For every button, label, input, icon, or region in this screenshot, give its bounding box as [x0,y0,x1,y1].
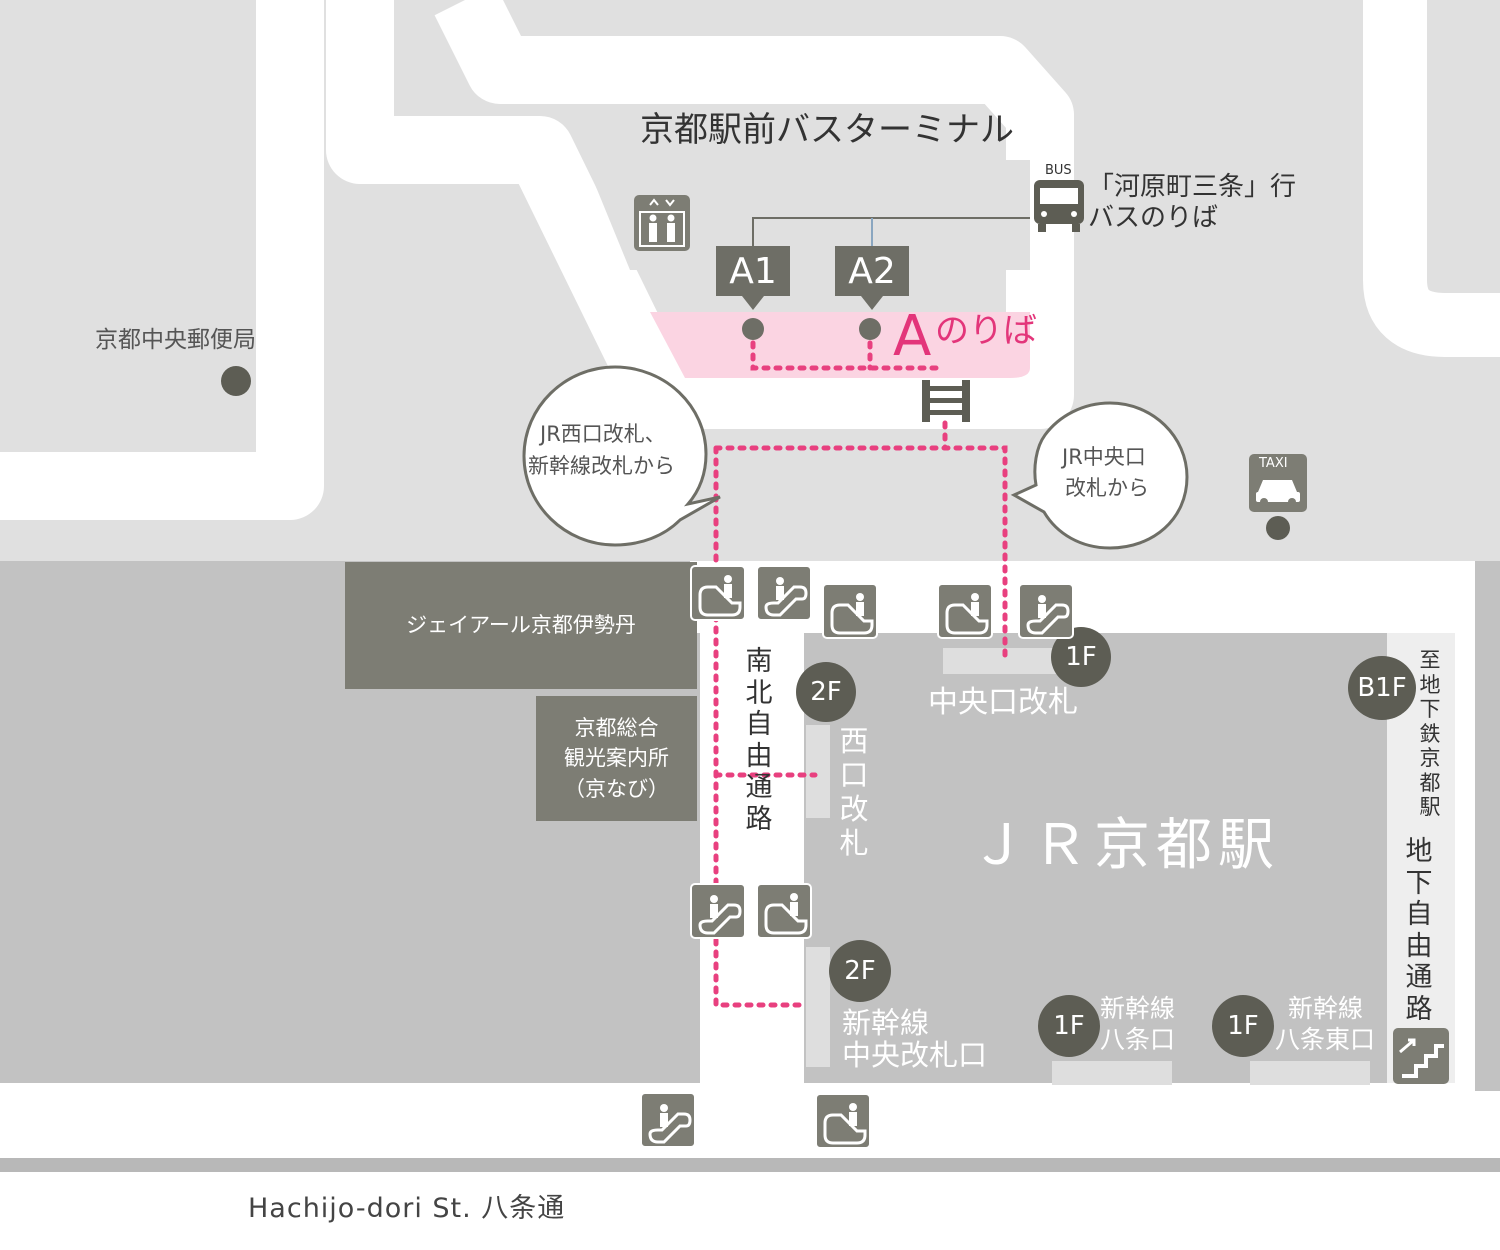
taxi-icon [1249,454,1307,512]
central-gate-label: 中央口改札 [928,685,1078,720]
underground-label: 地下自由通路 [1405,836,1433,1025]
west-gate-bar [806,725,830,818]
floor-marker-west-2f: 2F [796,662,856,722]
stop-a2-dot [859,318,881,340]
bubble-central-line1: JR中央口 [1062,445,1146,469]
post-office-dot [221,366,251,396]
hachijo-corridor [0,1083,1455,1163]
platform-a1: A1 [716,246,790,296]
bubble-central [1010,401,1189,550]
floor-marker-subway-b1f: B1F [1348,656,1416,720]
bus-icon [1034,180,1084,232]
stairs-icon [922,380,970,422]
floor-marker-hachijo-1f: 1F [1038,995,1100,1057]
stop-a1-dot [742,318,764,340]
escalator-icon [815,1093,871,1149]
street-label: Hachijo-dori St. 八条通 [248,1193,566,1224]
shinkansen-gate-bar [806,947,830,1067]
bubble-central-line2: 改札から [1065,476,1149,500]
elevator-icon [634,195,690,251]
kyonavi-block: 京都総合 観光案内所 （京なび） [536,696,697,821]
north-corridor [690,561,1472,633]
platform-a2: A2 [835,246,909,296]
platform-a-letter: A [893,304,932,369]
bus-island [585,160,1030,270]
underground-stairs-icon [1393,1028,1449,1084]
shinkansen-central-line2: 中央改札口 [842,1038,988,1072]
escalator-icon [1018,583,1074,639]
ns-corridor-label: 南北自由通路 [745,646,773,835]
shinkansen-hachijo-east-line1: 新幹線 [1288,994,1364,1023]
bubble-west [522,365,721,547]
kyonavi-line1: 京都総合 [574,715,659,740]
shinkansen-hachijo-line2: 八条口 [1100,1025,1176,1054]
escalator-icon [937,583,993,639]
station-name: ＪＲ京都駅 [970,813,1280,878]
central-gate-bar [943,648,1058,674]
west-gate-label: 西口改札 [839,724,869,860]
bus-destination: 「河原町三条」行 [1088,172,1297,202]
escalator-icon [690,565,746,621]
road-network [0,0,1074,520]
hachijo-gate-bar [1052,1061,1172,1085]
shinkansen-hachijo-line1: 新幹線 [1100,994,1176,1023]
kyonavi-line2: 観光案内所 [564,746,669,771]
taxi-dot [1266,516,1290,540]
kyonavi-line3: （京なび） [564,776,669,801]
hachijo-east-gate-bar [1250,1061,1370,1085]
post-office-label: 京都中央郵便局 [95,327,256,353]
floor-marker-shinkansen-2f: 2F [829,940,891,1002]
shinkansen-hachijo-east-line2: 八条東口 [1275,1025,1376,1054]
floor-marker-hachijo-east-1f: 1F [1212,995,1274,1057]
platform-a-label: のりば [935,311,1037,351]
escalator-icon [756,565,812,621]
street-edge [0,1158,1500,1172]
escalator-icon [640,1092,696,1148]
bubble-west-line1: JR西口改札、 [540,422,666,446]
shinkansen-central-line1: 新幹線 [842,1006,930,1040]
isetan-block: ジェイアール京都伊勢丹 [345,562,697,689]
bus-icon-label: BUS [1045,163,1072,178]
taxi-icon-label: TAXI [1259,456,1288,471]
isetan-label: ジェイアール京都伊勢丹 [406,613,636,638]
escalator-icon [756,883,812,939]
road-east [1363,0,1500,357]
subway-label: 至地下鉄京都駅 [1419,648,1441,820]
bubble-west-line2: 新幹線改札から [528,454,675,478]
escalator-icon [822,583,878,639]
bus-terminal-title: 京都駅前バスターミナル [640,110,1014,150]
bus-stop-label: バスのりば [1088,203,1219,233]
walking-route [713,340,1008,1008]
escalator-icon [690,883,746,939]
